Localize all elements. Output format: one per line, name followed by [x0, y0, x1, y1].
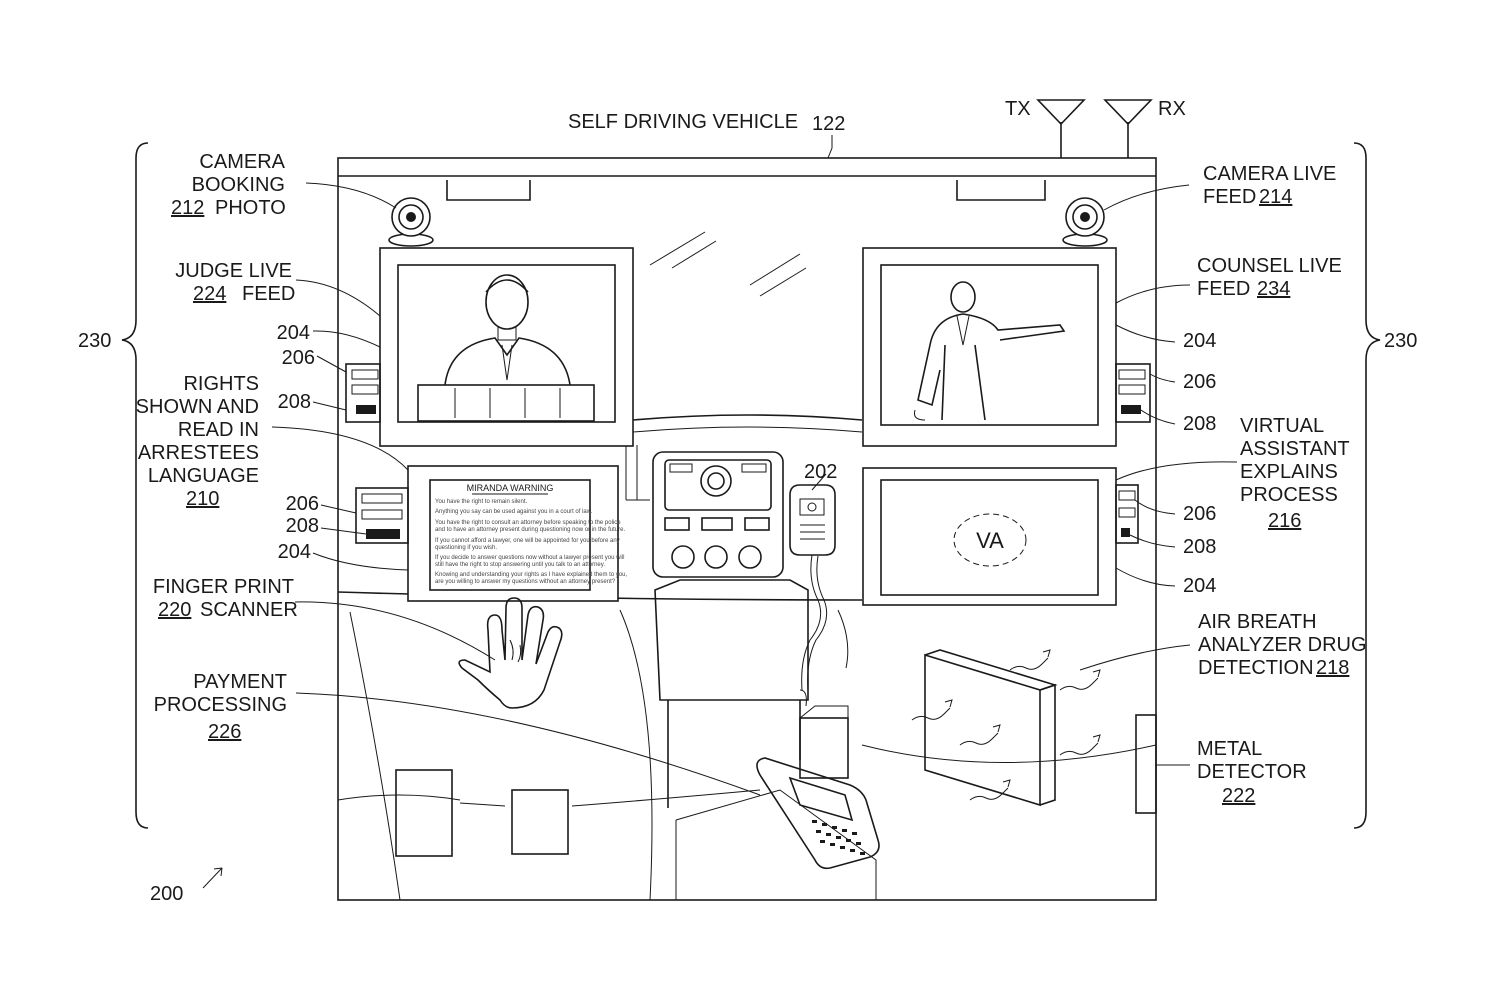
- finger-ref: 220: [158, 599, 191, 621]
- payment-ref: 226: [208, 721, 241, 743]
- miranda-line: are you willing to answer my questions w…: [435, 579, 616, 585]
- virtual-assistant-label: VIRTUAL: [1240, 415, 1324, 437]
- speaker-unit-right-bottom: [1115, 484, 1139, 544]
- air-breath-label: ANALYZER DRUG: [1198, 634, 1367, 656]
- miranda-line: and to have an attorney present during q…: [435, 527, 625, 533]
- group-ref-right: 230: [1384, 330, 1417, 352]
- card-slot-ref-right-bottom: 208: [1183, 536, 1216, 558]
- virtual-assistant-label: ASSISTANT: [1240, 438, 1350, 460]
- miranda-title: MIRANDA WARNING: [467, 483, 554, 493]
- miranda-line: questioning if you wish.: [435, 545, 497, 551]
- metal-ref: 222: [1222, 785, 1255, 807]
- judge-ref: 224: [193, 283, 226, 305]
- judge-display: [379, 247, 634, 447]
- rights-label: LANGUAGE: [148, 465, 259, 487]
- judge-tail: FEED: [242, 283, 295, 305]
- camera-booking-ref: 212: [171, 197, 204, 219]
- speaker-ref-left-bottom: 206: [286, 493, 319, 515]
- breath-analyzer-panel: [924, 649, 1058, 807]
- camera-live-ref: 214: [1259, 186, 1292, 208]
- counsel-live-label: COUNSEL LIVE: [1197, 255, 1342, 277]
- counsel-head: FEED: [1197, 278, 1250, 300]
- miranda-line: Knowing and understanding your rights as…: [435, 572, 627, 578]
- miranda-line: You have the right to remain silent.: [435, 499, 528, 505]
- antenna-tx: [1036, 99, 1086, 158]
- miranda-display: [407, 465, 619, 602]
- radio-microphone: [789, 484, 836, 691]
- rights-ref: 210: [186, 488, 219, 510]
- leader-lines: [202, 182, 1238, 889]
- rights-label: SHOWN AND: [136, 396, 259, 418]
- rights-label: RIGHTS: [183, 373, 259, 395]
- camera-live-label: FEED: [1203, 186, 1256, 208]
- miranda-line: still have the right to stop answering u…: [435, 562, 605, 568]
- air-breath-label: DETECTION: [1198, 657, 1314, 679]
- counsel-display: [862, 247, 1117, 447]
- finger-tail: SCANNER: [200, 599, 298, 621]
- display-ref-right: 204: [1183, 330, 1216, 352]
- metal-detector: [1135, 714, 1157, 814]
- virtual-assistant-label: EXPLAINS: [1240, 461, 1338, 483]
- miranda-line: If you cannot afford a lawyer, one will …: [435, 538, 620, 544]
- camera-booking-tail: PHOTO: [215, 197, 286, 219]
- camera-booking-label: BOOKING: [192, 174, 285, 196]
- va-badge: VA: [976, 528, 1004, 553]
- camera-live: [1062, 197, 1108, 247]
- camera-booking-label: CAMERA: [199, 151, 285, 173]
- camera-live-label: CAMERA LIVE: [1203, 163, 1336, 185]
- radio-head-unit: [652, 451, 784, 578]
- group-ref-left: 230: [78, 330, 111, 352]
- display-ref-left-bottom: 204: [278, 541, 311, 563]
- speaker-ref-right: 206: [1183, 371, 1216, 393]
- vehicle-label: SELF DRIVING VEHICLE: [568, 111, 798, 133]
- speaker-unit-right-top: [1115, 363, 1151, 423]
- virtual-assistant-label: PROCESS: [1240, 484, 1338, 506]
- speaker-ref-right-bottom: 206: [1183, 503, 1216, 525]
- airflow-arrows: [911, 649, 1101, 801]
- figure-number: 200: [150, 883, 183, 905]
- card-slot-ref-left-bottom: 208: [286, 515, 319, 537]
- air-breath-label: AIR BREATH: [1198, 611, 1317, 633]
- miranda-line: If you decide to answer questions now wi…: [435, 555, 624, 561]
- vehicle-ref: 122: [812, 113, 845, 135]
- left-brace: [121, 142, 149, 829]
- tx-label: TX: [1005, 98, 1031, 120]
- radio-ref: 202: [804, 461, 837, 483]
- card-slot-ref-right: 208: [1183, 413, 1216, 435]
- payment-label: PAYMENT: [193, 671, 287, 693]
- display-ref: 204: [277, 322, 310, 344]
- speaker-unit-left-bottom: [355, 487, 409, 544]
- speaker-unit-left-top: [345, 363, 381, 423]
- floor-pad-left: [395, 769, 453, 857]
- metal-label: DETECTOR: [1197, 761, 1307, 783]
- rights-label: READ IN: [178, 419, 259, 441]
- rx-label: RX: [1158, 98, 1186, 120]
- miranda-line: You have the right to consult an attorne…: [435, 520, 621, 526]
- finger-print-label: FINGER PRINT: [153, 576, 294, 598]
- floor-pad-right: [511, 789, 569, 855]
- judge-live-label: JUDGE LIVE: [175, 260, 292, 282]
- counsel-ref: 234: [1257, 278, 1290, 300]
- right-brace: [1353, 142, 1381, 829]
- payment-label: PROCESSING: [154, 694, 287, 716]
- hand-fingerprint: [458, 597, 563, 709]
- miranda-line: Anything you say can be used against you…: [435, 509, 593, 515]
- display-ref-right-bottom: 204: [1183, 575, 1216, 597]
- payment-terminal: [756, 757, 880, 870]
- rights-label: ARRESTEES: [138, 442, 259, 464]
- antenna-rx: [1103, 99, 1153, 158]
- speaker-ref: 206: [282, 347, 315, 369]
- air-breath-ref: 218: [1316, 657, 1349, 679]
- virtual-assistant-ref: 216: [1268, 510, 1301, 532]
- camera-booking: [388, 197, 434, 247]
- card-slot-ref: 208: [278, 391, 311, 413]
- metal-label: METAL: [1197, 738, 1262, 760]
